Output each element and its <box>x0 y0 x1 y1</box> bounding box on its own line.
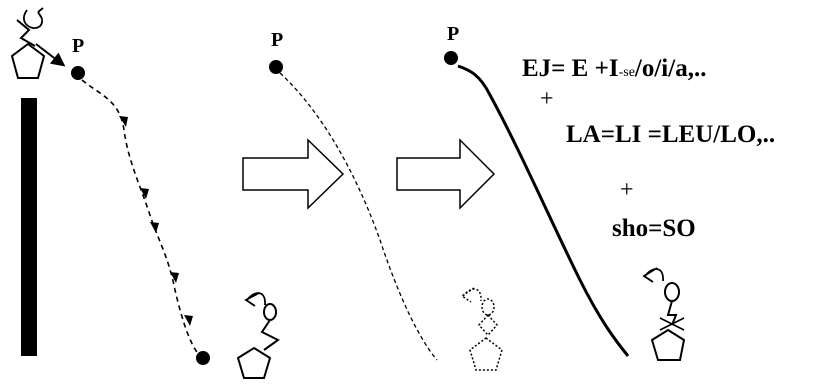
molecule-icon <box>238 293 278 378</box>
dashed-trajectory <box>82 80 200 356</box>
equation-line-1-prefix: EJ= E +I <box>522 55 619 82</box>
p-atom <box>71 66 85 80</box>
equation-line-1: EJ= E +I-se/o/i/a,.. <box>522 56 706 81</box>
equation-line-2: LA=LI =LEU/LO,.. <box>566 122 775 147</box>
p-label-1: P <box>72 36 84 56</box>
p-atom <box>444 51 458 65</box>
equation-line-3: sho=SO <box>612 216 696 241</box>
panel-3 <box>444 51 684 360</box>
p-atom <box>269 60 283 74</box>
plus-sign-1: + <box>540 87 554 111</box>
arrow-right-icon <box>243 140 343 208</box>
equation-line-1-subscript: -se <box>619 65 635 80</box>
curved-arrow-icon <box>246 293 265 306</box>
cyclopentane-icon <box>470 338 502 370</box>
equation-line-1-suffix: /o/i/a,.. <box>635 55 707 82</box>
end-atom <box>196 351 210 365</box>
molecule-icon <box>462 288 502 370</box>
dashed-trajectory <box>280 73 437 360</box>
cyclopentane-icon <box>12 44 44 78</box>
trajectory-arrowheads <box>119 116 193 326</box>
plus-sign-2: + <box>620 178 634 202</box>
cyclopentane-icon <box>652 330 684 360</box>
p-label-2: P <box>271 30 283 50</box>
molecule-icon <box>644 268 684 360</box>
support-bar <box>21 98 37 356</box>
p-label-3: P <box>447 24 459 44</box>
cyclopentane-icon <box>238 348 270 378</box>
panel-1 <box>12 8 278 378</box>
molecule-icon <box>12 8 62 78</box>
arrow-right-icon <box>397 140 494 208</box>
panel-2 <box>269 60 502 370</box>
curved-arrow-icon <box>644 268 663 282</box>
curved-arrow-icon <box>462 288 481 302</box>
